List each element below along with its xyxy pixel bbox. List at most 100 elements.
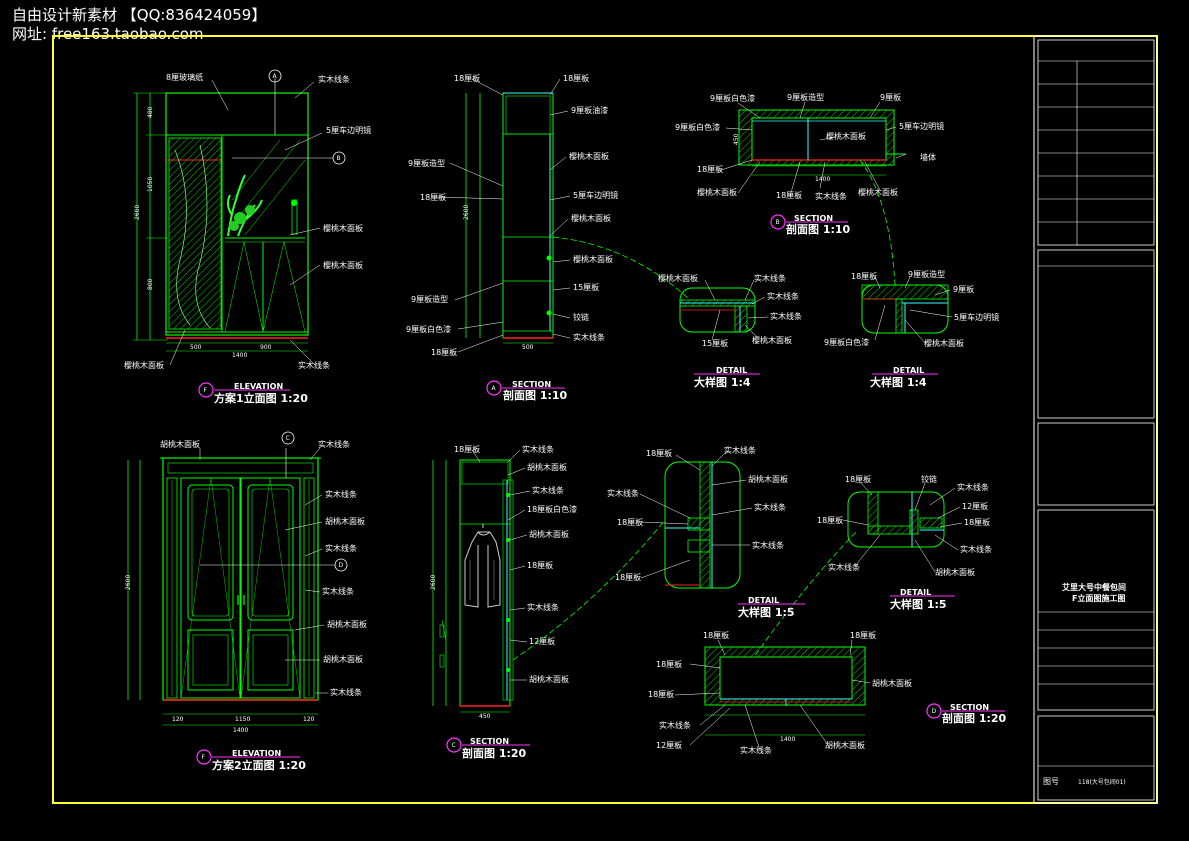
secA-label: 9厘板造型 <box>408 158 445 168</box>
elev2-label: 胡桃木面板 <box>327 619 367 629</box>
elev1-dim: 1400 <box>232 352 247 359</box>
secB-label: 18厘板 <box>776 190 802 200</box>
det4-title: 大样图 1:5 <box>890 597 947 611</box>
elev2-marker: F <box>202 754 206 761</box>
det2-label: 9厘板造型 <box>908 269 945 279</box>
secC-marker: C <box>452 742 456 749</box>
elev2-dim: 2600 <box>125 575 132 590</box>
det4-label: 实木线条 <box>828 562 860 572</box>
watermark-line2: 网址: free163.taobao.com <box>12 25 204 43</box>
elev2-label: 胡桃木面板 <box>323 654 363 664</box>
det3-label: 实木线条 <box>752 540 784 550</box>
elev2-title: 方案2立面图 1:20 <box>212 758 306 772</box>
secD-label: 18厘板 <box>656 659 682 669</box>
det4-label: 18厘板 <box>964 517 990 527</box>
secA-label: 18厘板 <box>563 73 589 83</box>
det1-label: 实木线条 <box>754 273 786 283</box>
secB-label: 9厘板白色漆 <box>710 93 755 103</box>
elev2-label: 实木线条 <box>330 687 362 697</box>
secA-label: 实木线条 <box>573 332 605 342</box>
det4-label: 18厘板 <box>845 474 871 484</box>
section-c: 2600 450 18厘板 实木线条 胡桃木面板 实木线条 1 <box>430 444 577 760</box>
secD-dim: 1400 <box>780 736 795 743</box>
secB-dim: 1400 <box>815 176 830 183</box>
elev1-label: 樱桃木面板 <box>323 223 363 233</box>
det4-label: 铰链 <box>921 474 937 484</box>
det1-label: 实木线条 <box>770 311 802 321</box>
secA-label: 9厘板白色漆 <box>406 324 451 334</box>
secC-label: 18厘板 <box>527 560 553 570</box>
det4-label: 实木线条 <box>960 544 992 554</box>
det2-label-en: DETAIL <box>893 366 924 375</box>
elev2-dim: 1400 <box>233 727 248 734</box>
elev2-label: 实木线条 <box>322 586 354 596</box>
secD-label: 12厘板 <box>656 740 682 750</box>
secB-label: 樱桃木面板 <box>826 131 866 141</box>
drawing-no-label: 图号 <box>1043 777 1059 786</box>
secA-label: 18厘板 <box>454 73 480 83</box>
det4-label: 12厘板 <box>962 501 988 511</box>
det3-label: 18厘板 <box>646 448 672 458</box>
watermark-line1: 自由设计新素材 【QQ:836424059】 <box>12 6 267 24</box>
secB-marker: B <box>776 219 780 226</box>
secC-label: 18厘板 <box>454 444 480 454</box>
secA-label: 铰链 <box>573 312 589 322</box>
secA-label: 樱桃木面板 <box>573 254 613 264</box>
elev1-dim: 800 <box>147 278 154 290</box>
secC-label: 实木线条 <box>522 444 554 454</box>
det3-label: 胡桃木面板 <box>748 474 788 484</box>
det2-label: 18厘板 <box>851 271 877 281</box>
det2-label: 9厘板 <box>953 284 974 294</box>
det1-label: 樱桃木面板 <box>658 273 698 283</box>
secD-label: 胡桃木面板 <box>825 740 865 750</box>
det2-label: 5厘车边明镜 <box>954 312 999 322</box>
secC-dim: 450 <box>479 713 491 720</box>
secA-label: 9厘板油漆 <box>571 105 608 115</box>
elev1-label: 樱桃木面板 <box>124 360 164 370</box>
title-block-frame <box>1033 35 1158 804</box>
det1-label: 15厘板 <box>702 338 728 348</box>
secB-label: 实木线条 <box>815 191 847 201</box>
drawing-no: 118(大号包间01) <box>1078 778 1126 786</box>
elev1-label: 实木线条 <box>318 74 350 84</box>
elev1-label-en: ELEVATION <box>234 382 283 391</box>
secD-label: 18厘板 <box>850 630 876 640</box>
secA-label: 樱桃木面板 <box>571 213 611 223</box>
elev1-label: 8厘玻璃纸 <box>166 72 203 82</box>
secB-label: 樱桃木面板 <box>697 187 737 197</box>
drawing-name: F立面图施工图 <box>1072 593 1125 603</box>
elev2-dim: 120 <box>303 716 315 723</box>
elev2-dim: 1150 <box>235 716 250 723</box>
secA-label: 5厘车边明镜 <box>573 190 618 200</box>
ref-curve <box>552 236 691 301</box>
secB-label: 9厘板白色漆 <box>675 122 720 132</box>
elev1-title: 方案1立面图 1:20 <box>214 391 308 405</box>
elev2-dim: 120 <box>172 716 184 723</box>
secC-label: 18厘板白色漆 <box>527 504 577 514</box>
secD-label-en: SECTION <box>950 703 989 712</box>
elev1-section-marker-b: B <box>337 155 341 162</box>
secA-label: 18厘板 <box>420 192 446 202</box>
det1-title: 大样图 1:4 <box>694 375 751 389</box>
title-block: 艾里大号中餐包间 F立面图施工图 图号 118(大号包间01) <box>1037 39 1155 801</box>
det2-label: 樱桃木面板 <box>924 338 964 348</box>
secC-dim: 2600 <box>430 575 437 590</box>
section-d: 1400 18厘板 18厘板 18厘板 18厘板 胡桃木面板 实木线条 12厘板… <box>648 630 1007 755</box>
secB-label: 9厘板造型 <box>787 92 824 102</box>
secC-title: 剖面图 1:20 <box>462 746 527 760</box>
ref-curve <box>859 159 896 286</box>
secB-dim: 450 <box>733 133 740 145</box>
secD-label: 18厘板 <box>703 630 729 640</box>
secA-dim: 2600 <box>463 205 470 220</box>
det1-label: 实木线条 <box>767 291 799 301</box>
det4-label: 实木线条 <box>957 482 989 492</box>
secA-dim: 500 <box>522 344 534 351</box>
section-b: 1400 450 9厘板白色漆 9厘板造型 9厘板 5厘车边明镜 9厘板白色漆 … <box>675 92 944 236</box>
secA-label-en: SECTION <box>512 380 551 389</box>
det3-label: 实木线条 <box>607 488 639 498</box>
elev1-marker: F <box>204 387 208 394</box>
elev1-dim: 900 <box>260 344 272 351</box>
det3-label-en: DETAIL <box>748 596 779 605</box>
secC-label: 胡桃木面板 <box>529 674 569 684</box>
secB-label: 18厘板 <box>697 164 723 174</box>
